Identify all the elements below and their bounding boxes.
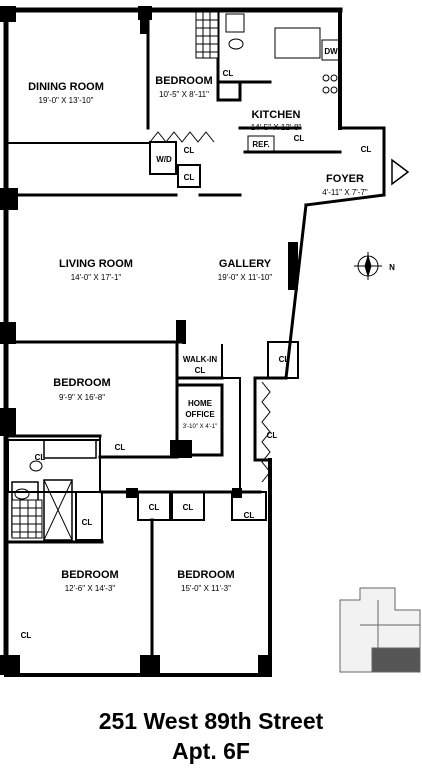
room-labels: DINING ROOM 19'-0" X 13'-10" BEDROOM 10'… (28, 75, 368, 593)
room-dims-gallery: 19'-0" X 11'-10" (218, 273, 273, 282)
bath-tile-grid-bottom (11, 499, 43, 539)
closet-label: CL (149, 503, 160, 512)
room-name-bedroom-bl: BEDROOM (61, 569, 118, 581)
washer-dryer-label: W/D (156, 155, 172, 164)
room-dims-living-room: 14'-0" X 17'-1" (71, 273, 122, 282)
closet-label: CL (223, 69, 234, 78)
key-plan-thumbnail (339, 587, 421, 673)
room-name-dining-room: DINING ROOM (28, 81, 104, 93)
refrigerator-label: REF. (252, 140, 269, 149)
room-name-walk-in: WALK-IN (183, 355, 217, 364)
entry-door-icon (391, 158, 410, 186)
room-dims-bedroom-top: 10'-5" X 8'-11" (159, 90, 209, 99)
address-title: 251 West 89th Street (98, 708, 324, 734)
toilet-icon (29, 460, 43, 472)
room-name-kitchen: KITCHEN (252, 109, 301, 121)
dishwasher-label: DW (324, 47, 338, 56)
burner-icon (330, 74, 338, 82)
room-name-foyer: FOYER (326, 173, 364, 185)
closet-label: CL (183, 503, 194, 512)
room-name-gallery: GALLERY (219, 258, 272, 270)
burner-icon (330, 86, 338, 94)
closet-label: CL (21, 631, 32, 640)
room-dims-bedroom-br: 15'-0" X 11'-3" (181, 584, 231, 593)
closet-label: CL (184, 173, 195, 182)
closet-label: CL (294, 134, 305, 143)
burner-icon (322, 74, 330, 82)
toilet-icon (228, 38, 244, 50)
room-name-office: OFFICE (185, 410, 215, 419)
burner-icon (322, 86, 330, 94)
room-name-walk-in-cl: CL (195, 366, 206, 375)
room-dims-home-office: 3'-10" X 4'-1" (183, 424, 218, 430)
bath-tile-grid-top (195, 11, 219, 59)
apartment-number: Apt. 6F (172, 738, 250, 764)
room-name-living-room: LIVING ROOM (59, 258, 133, 270)
room-name-bedroom-br: BEDROOM (177, 569, 234, 581)
compass-icon (354, 252, 382, 280)
wall-columns (0, 6, 298, 675)
room-name-bedroom-mid: BEDROOM (53, 377, 110, 389)
room-dims-kitchen: 14'-5" X 12'-8" (251, 123, 302, 132)
sink-icon (14, 488, 30, 500)
fixture-labels: CL DW REF. CL CL W/D CL CL CL CL CL CL C… (21, 47, 372, 640)
closet-label: CL (35, 453, 46, 462)
room-dims-bedroom-bl: 12'-6" X 14'-3" (65, 584, 116, 593)
room-dims-dining-room: 19'-0" X 13'-10" (39, 96, 94, 105)
closet-label: CL (279, 355, 290, 364)
floor-plan: DINING ROOM 19'-0" X 13'-10" BEDROOM 10'… (0, 6, 421, 677)
fixtures (11, 11, 410, 539)
closet-label: CL (115, 443, 126, 452)
room-name-home: HOME (188, 399, 213, 408)
closet-label: CL (267, 431, 278, 440)
closet-label: CL (184, 146, 195, 155)
compass-north-label: N (389, 263, 395, 272)
room-dims-foyer: 4'-11" X 7'-7" (322, 188, 368, 197)
closet-label: CL (244, 511, 255, 520)
closet-label: CL (361, 145, 372, 154)
closet-label: CL (82, 518, 93, 527)
room-dims-bedroom-mid: 9'-9" X 16'-8" (59, 393, 105, 402)
room-name-bedroom-top: BEDROOM (155, 75, 212, 87)
